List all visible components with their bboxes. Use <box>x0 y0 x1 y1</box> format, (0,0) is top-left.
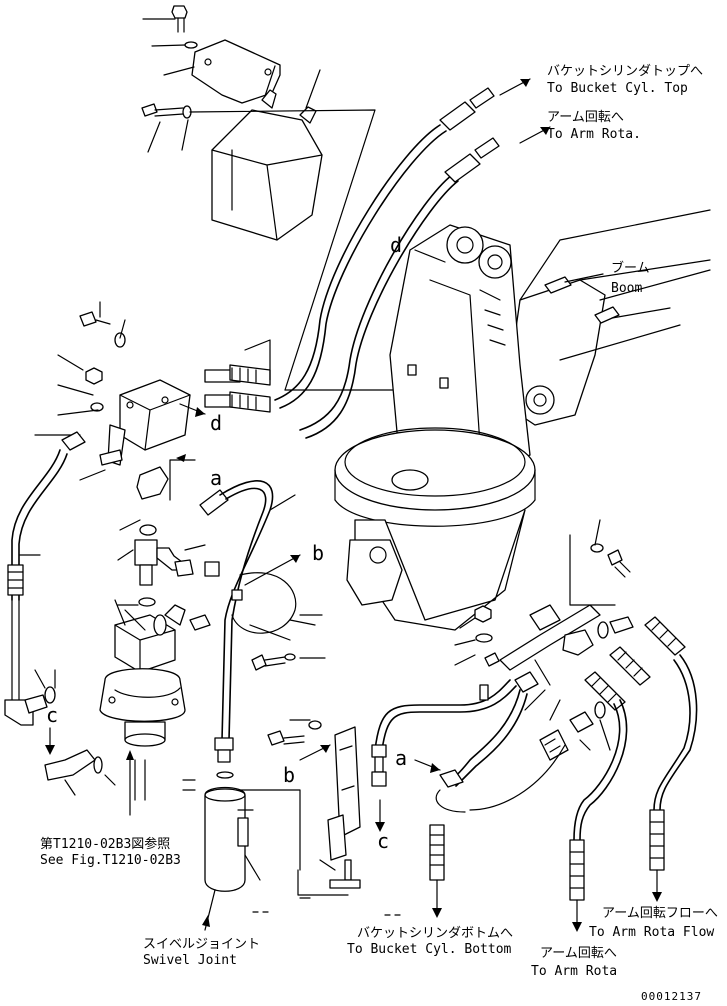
label-bucket-top-en: To Bucket Cyl. Top <box>547 81 688 96</box>
label-arm-rota-top-jp: アーム回転へ <box>547 110 624 125</box>
label-see-fig-jp: 第T1210-02B3図参照 <box>40 836 170 852</box>
label-swivel-en: Swivel Joint <box>143 953 237 968</box>
top-hoses <box>189 78 551 439</box>
label-arm-rota-bottom-jp: アーム回転へ <box>540 946 617 961</box>
ref-c-bottom: c <box>377 829 389 853</box>
center-valve-stack <box>117 519 220 607</box>
swivel-joint <box>182 771 301 931</box>
long-hose <box>371 679 517 918</box>
ref-a-bottom: a <box>395 746 407 770</box>
rotary-motor <box>44 599 211 816</box>
top-cover-assembly <box>141 5 323 241</box>
center-bracket <box>267 719 361 899</box>
right-hose-assembly <box>435 519 698 932</box>
center-hose-loop <box>199 480 326 763</box>
left-valve-block <box>34 301 271 501</box>
ref-d-top: d <box>390 233 402 257</box>
ref-b-bottom: b <box>283 763 295 787</box>
label-bucket-top-jp: バケットシリンダトップへ <box>547 64 703 79</box>
label-bucket-bottom-en: To Bucket Cyl. Bottom <box>347 942 512 957</box>
boom-frame <box>334 209 711 631</box>
label-bucket-bottom-jp: バケットシリンダボトムへ <box>357 926 513 941</box>
label-swivel-jp: スイベルジョイント <box>143 937 260 952</box>
label-boom-jp: ブーム <box>611 260 650 276</box>
ref-c-left: c <box>46 703 58 727</box>
drawing-number: 00012137 <box>641 990 702 1003</box>
label-arm-rota-flow-jp: アーム回転フローへ <box>602 906 718 921</box>
label-see-fig-en: See Fig.T1210-02B3 <box>40 853 181 868</box>
ref-a-left: a <box>210 466 222 490</box>
ref-d-left: d <box>210 411 222 435</box>
left-hose <box>4 431 86 726</box>
label-arm-rota-flow-en: To Arm Rota Flow <box>589 925 714 940</box>
label-arm-rota-bottom-en: To Arm Rota <box>531 964 617 979</box>
label-arm-rota-top-en: To Arm Rota. <box>547 127 641 142</box>
ref-b-center: b <box>312 541 324 565</box>
label-boom-en: Boom <box>611 281 642 296</box>
